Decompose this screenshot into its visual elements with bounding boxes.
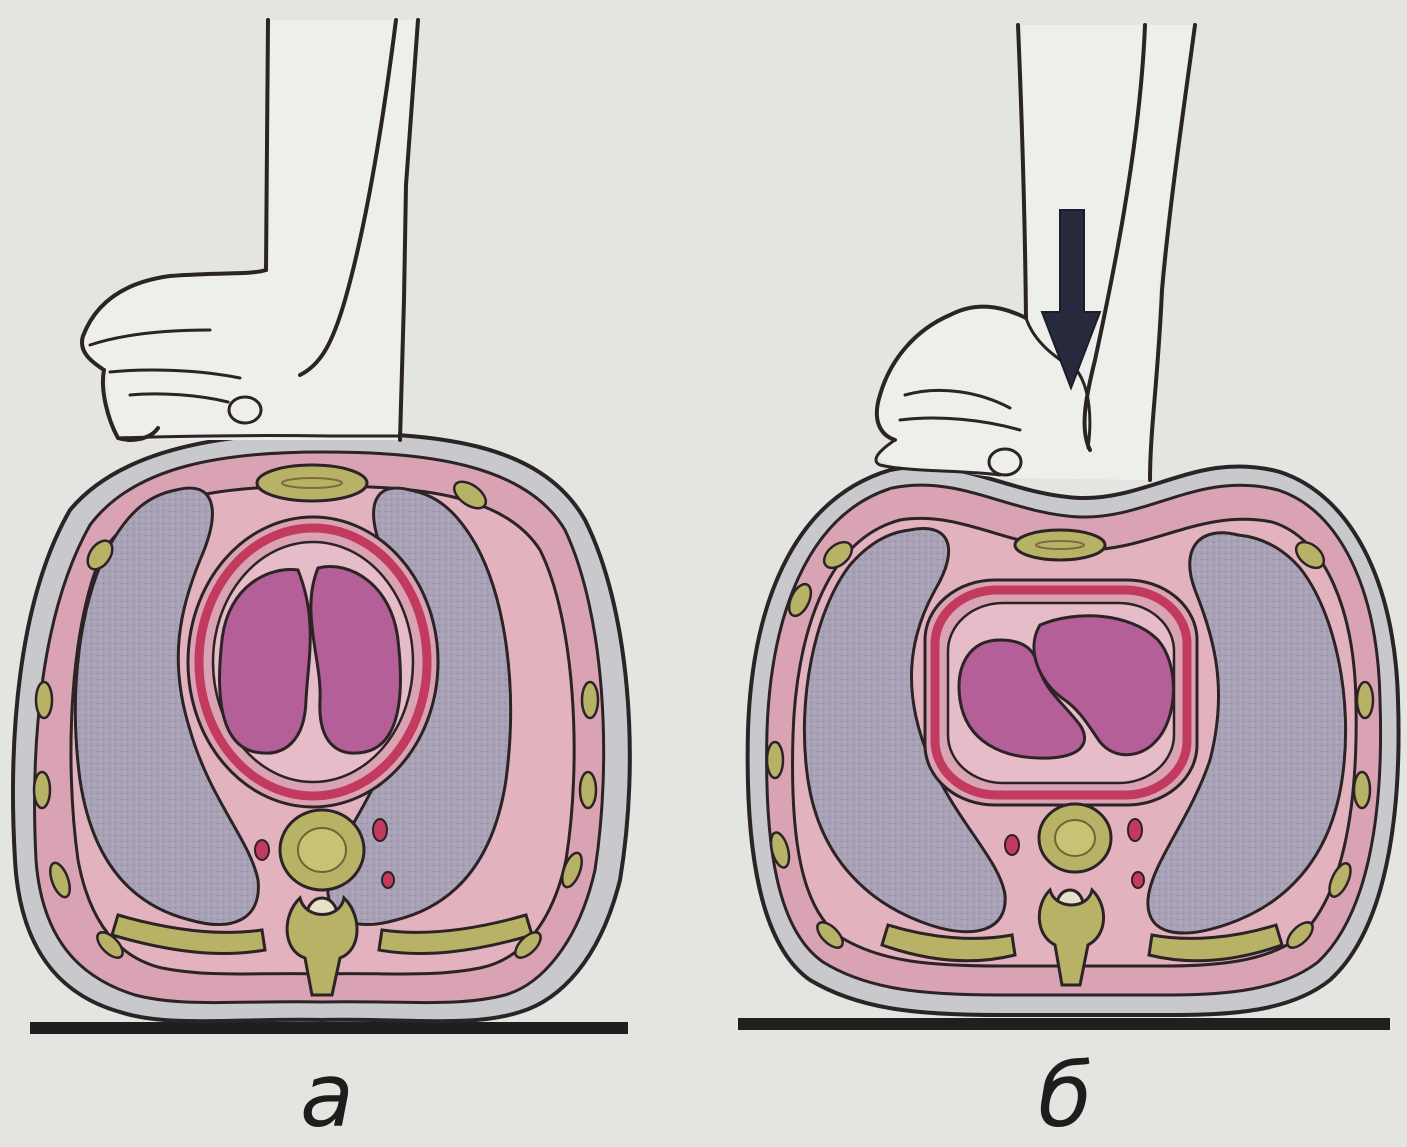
surface-line-b: [738, 1018, 1390, 1030]
surface-line-a: [30, 1022, 628, 1034]
panel-b: [738, 25, 1399, 1030]
panel-label-a: а: [300, 1052, 354, 1140]
sternum-a: [257, 465, 367, 501]
vertebral-marrow-b: [1055, 820, 1095, 856]
vertebral-marrow-a: [298, 828, 346, 872]
panel-a: [13, 20, 630, 1034]
sternum-b: [1015, 530, 1105, 560]
panel-label-b: б: [1038, 1052, 1092, 1140]
rescuer-arm-b: [876, 25, 1195, 480]
rescuer-arm-a: [81, 20, 418, 440]
